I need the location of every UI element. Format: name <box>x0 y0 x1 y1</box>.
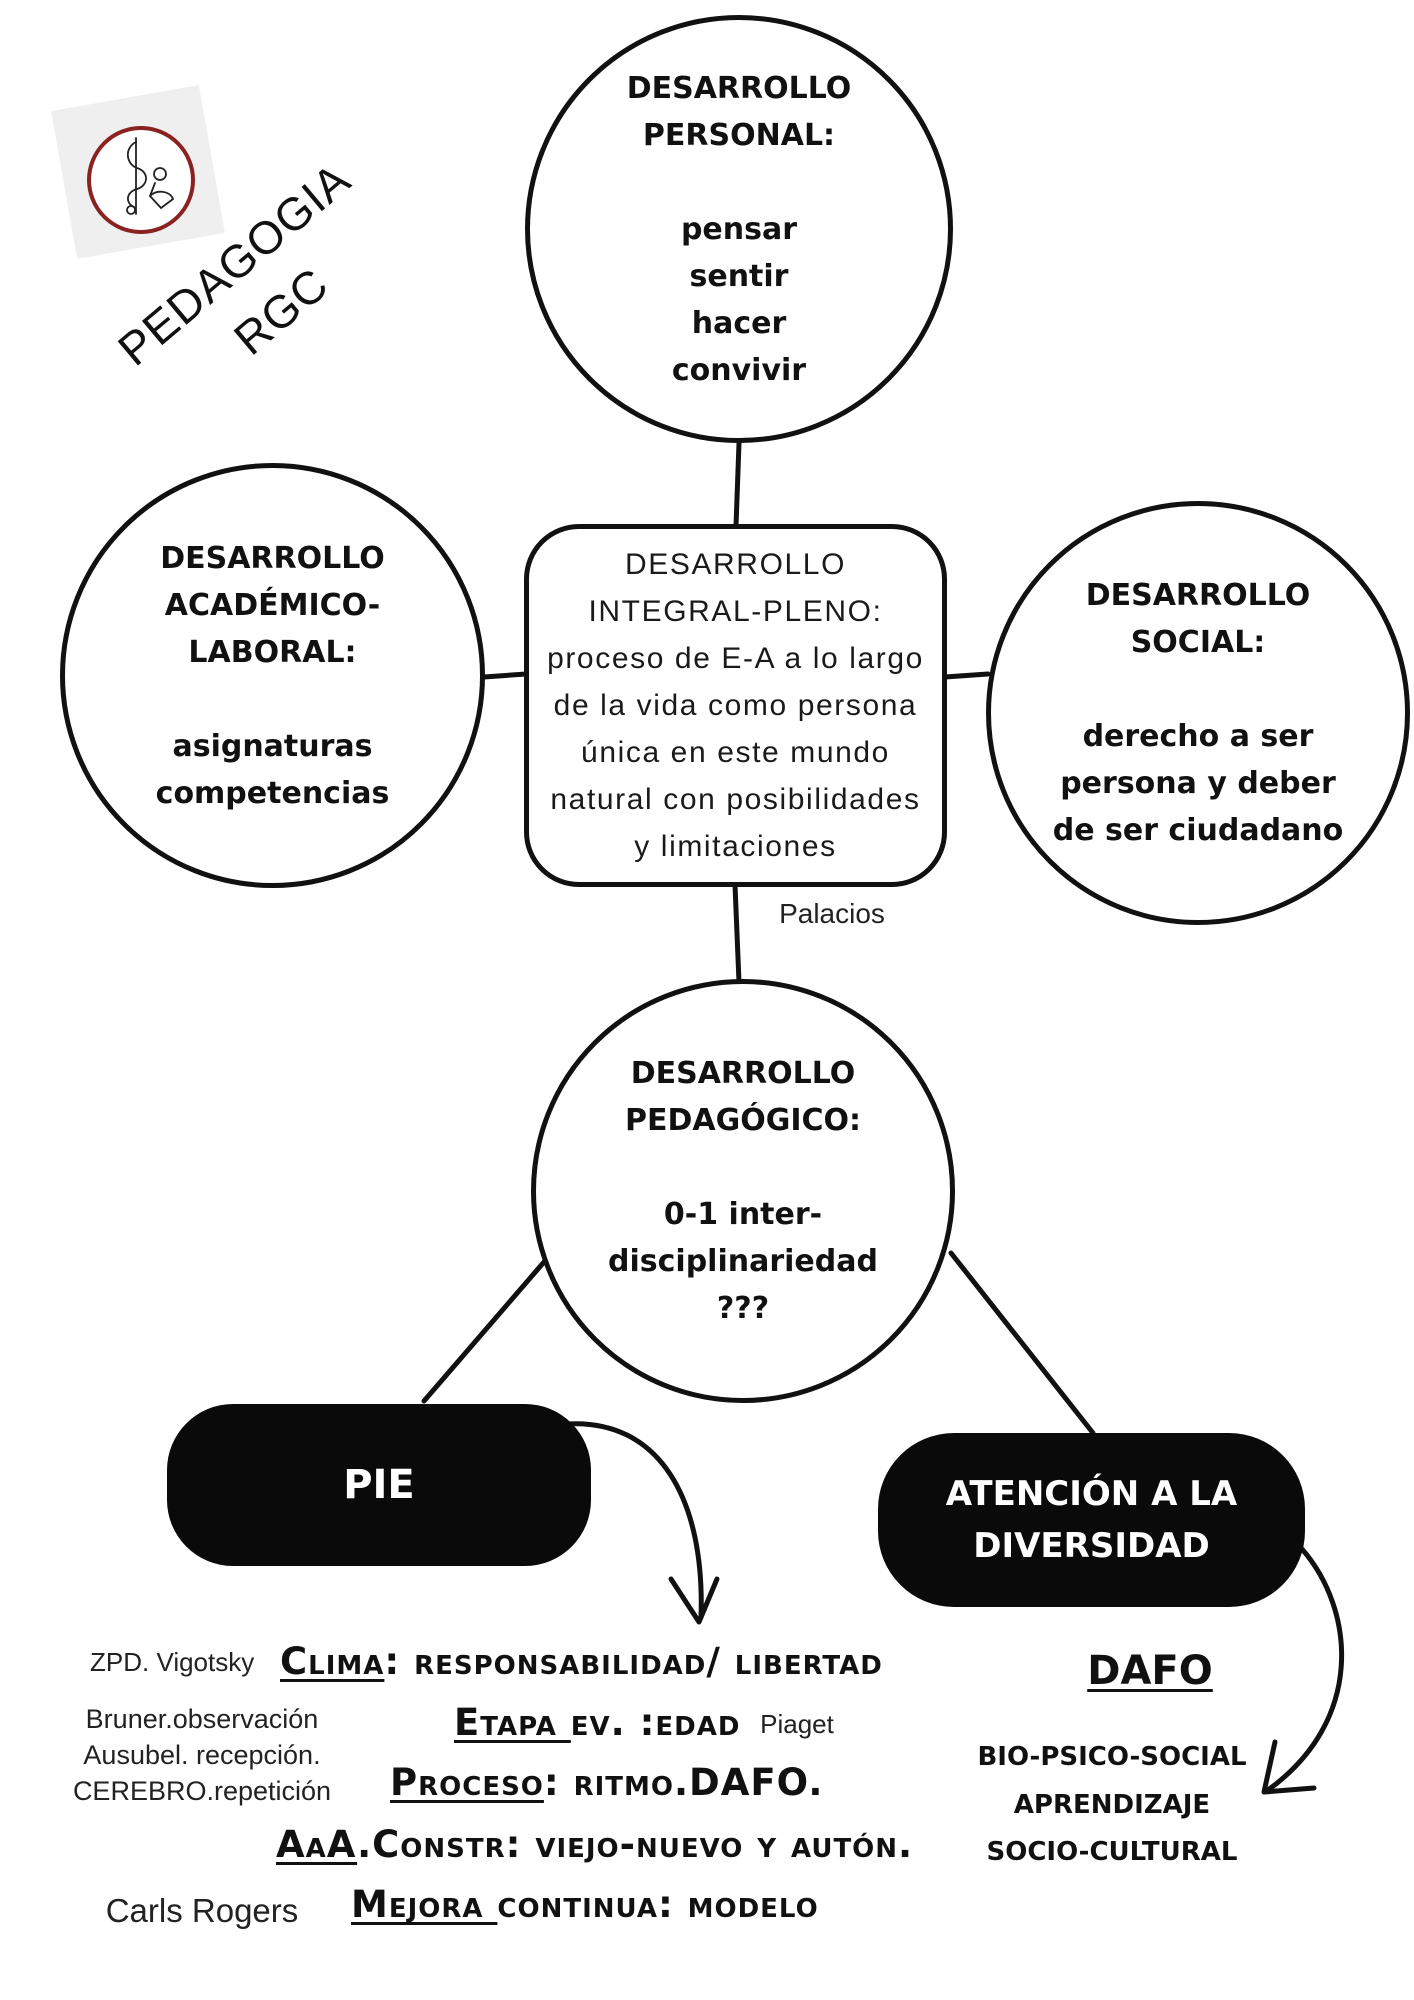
author-group: Bruner.observación Ausubel. recepción. C… <box>52 1701 352 1809</box>
dafo-item: SOCIO-CULTURAL <box>986 1837 1238 1867</box>
arrow-atencion-curve <box>1265 1546 1345 1793</box>
pie-note-key: Clima <box>280 1640 385 1683</box>
pie-note-text: .Constr: viejo-nuevo y autón. <box>357 1823 914 1866</box>
node-title-line: PEDAGÓGICO: <box>624 1103 862 1138</box>
atencion-label-line: DIVERSIDAD <box>973 1526 1210 1566</box>
node-item: convivir <box>671 352 807 388</box>
node-item: derecho a ser <box>1082 719 1314 754</box>
node-item: persona y deber <box>1060 766 1336 801</box>
node-title-line: PERSONAL: <box>642 117 836 153</box>
integral-source-note: Palacios <box>779 898 885 929</box>
author-piaget: Piaget <box>760 1709 834 1739</box>
node-title-line: DESARROLLO <box>160 540 385 576</box>
pie-note-text: ev. :edad <box>570 1701 741 1744</box>
dafo-title: DAFO <box>1087 1648 1213 1694</box>
node-title-line: DESARROLLO <box>630 1056 856 1091</box>
pie-note-text: : responsabilidad/ libertad <box>384 1640 883 1683</box>
integral-line: DESARROLLO <box>624 548 847 581</box>
logo-figure-icon <box>126 137 175 215</box>
connector-pedagogico-pie <box>421 1259 547 1404</box>
node-item: de ser ciudadano <box>1052 813 1344 848</box>
node-item: competencias <box>155 775 390 811</box>
pie-label: PIE <box>343 1462 415 1508</box>
node-title-line: ACADÉMICO- <box>164 587 381 623</box>
node-title-line: DESARROLLO <box>1085 578 1311 613</box>
node-title-line: SOCIAL: <box>1130 625 1266 660</box>
atencion-diversidad-box: ATENCIÓN A LA DIVERSIDAD <box>878 1433 1305 1607</box>
connector-personal-integral <box>733 440 742 529</box>
connector-academico-integral <box>481 671 529 680</box>
node-title-line: DESARROLLO <box>626 70 852 106</box>
arrow-atencion-head-icon <box>1261 1739 1317 1795</box>
node-item: pensar <box>680 211 798 247</box>
author-bruner: Bruner.observación <box>85 1704 319 1734</box>
pie-note-clima: Clima: responsabilidad/ libertad <box>280 1640 883 1684</box>
dafo-item: BIO-PSICO-SOCIAL <box>977 1742 1247 1772</box>
dafo-list: BIO-PSICO-SOCIAL APRENDIZAJE SOCIO-CULTU… <box>962 1734 1262 1877</box>
node-desarrollo-personal: DESARROLLO PERSONAL: pensar sentir hacer… <box>525 15 953 443</box>
integral-line: INTEGRAL-PLENO: <box>588 595 883 628</box>
node-desarrollo-social: DESARROLLO SOCIAL: derecho a ser persona… <box>986 501 1410 925</box>
logo-ring <box>87 126 195 234</box>
pie-note-proceso: Proceso: ritmo.DAFO. <box>390 1761 823 1805</box>
pie-note-key: Etapa <box>454 1701 571 1744</box>
pie-box: PIE <box>167 1404 591 1566</box>
author-rogers: Carls Rogers <box>105 1892 299 1929</box>
node-item: ??? <box>716 1291 770 1326</box>
node-desarrollo-academico: DESARROLLO ACADÉMICO- LABORAL: asignatur… <box>60 463 485 888</box>
author-vigotsky: ZPD. Vigotsky <box>90 1647 255 1677</box>
arrow-pie-head-icon <box>668 1576 720 1625</box>
pie-note-aaa: AaA.Constr: viejo-nuevo y autón. <box>276 1823 913 1867</box>
integral-line: natural con posibilidades <box>550 783 921 816</box>
pie-note-mejora: Mejora continua: modelo <box>351 1883 819 1927</box>
node-item: hacer <box>691 305 787 341</box>
pie-note-key: Proceso <box>390 1761 544 1804</box>
node-item: asignaturas <box>172 728 373 764</box>
pie-note-text: continua: modelo <box>497 1883 819 1926</box>
author-ausubel: Ausubel. recepción. <box>83 1740 321 1770</box>
dafo-item: APRENDIZAJE <box>1013 1789 1211 1820</box>
integral-line: de la vida como persona <box>553 689 918 722</box>
pie-note-key: AaA <box>276 1823 358 1866</box>
integral-line: y limitaciones <box>634 830 837 863</box>
integral-line: única en este mundo <box>581 736 890 769</box>
connector-integral-pedagogico <box>732 882 742 985</box>
arrow-pie-curve <box>563 1421 704 1620</box>
integral-line: proceso de E-A a lo largo <box>547 642 924 675</box>
pie-note-text: : ritmo.DAFO. <box>543 1761 824 1804</box>
node-item: 0-1 inter- <box>663 1197 823 1232</box>
node-title-line: LABORAL: <box>188 634 357 670</box>
logo-graphic <box>51 85 225 259</box>
node-desarrollo-pedagogico: DESARROLLO PEDAGÓGICO: 0-1 inter- discip… <box>531 979 955 1403</box>
node-item: sentir <box>689 258 789 294</box>
pie-note-key: Mejora <box>351 1883 498 1926</box>
pie-note-etapa: Etapa ev. :edad <box>454 1701 740 1745</box>
node-item: disciplinariedad <box>608 1244 878 1279</box>
connector-pedagogico-atencion <box>948 1250 1096 1436</box>
atencion-label-line: ATENCIÓN A LA <box>945 1474 1238 1514</box>
node-desarrollo-integral: DESARROLLO INTEGRAL-PLENO: proceso de E-… <box>524 524 947 887</box>
connector-integral-social <box>942 671 991 680</box>
author-cerebro: CEREBRO.repetición <box>72 1776 332 1806</box>
